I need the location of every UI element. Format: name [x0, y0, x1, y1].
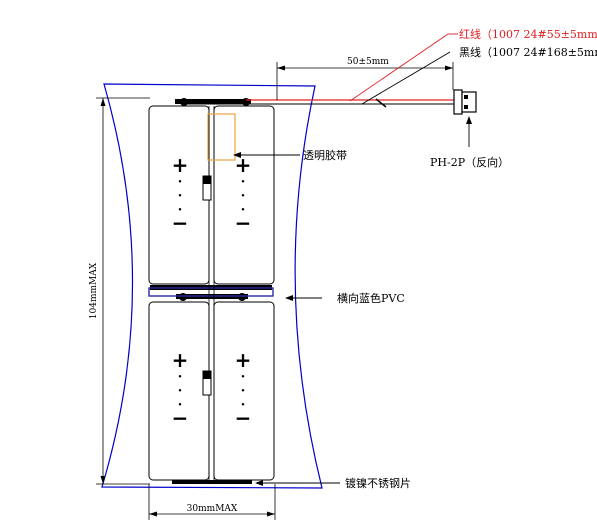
minus-sign: − — [235, 211, 252, 235]
arrow-head — [267, 511, 275, 517]
dot: • — [241, 206, 245, 214]
arrow-head — [277, 65, 285, 71]
strip-label: 镀镍不锈钢片 — [345, 476, 411, 490]
plus-sign: + — [172, 153, 189, 177]
dot: • — [178, 178, 182, 186]
nickel-strip-top — [175, 99, 251, 104]
weld-dot — [180, 98, 188, 106]
red-wire-leader — [349, 33, 449, 102]
arrow-head — [255, 480, 263, 486]
center-component-bottom-cap — [203, 371, 211, 379]
connector-label: PH-2P（反向） — [430, 155, 509, 169]
dot: • — [178, 387, 182, 395]
weld-dot — [238, 293, 246, 301]
minus-sign: − — [172, 406, 189, 430]
arrow-head — [445, 65, 453, 71]
weld-dot — [179, 293, 187, 301]
black-wire-leader — [361, 51, 451, 105]
plus-sign: + — [235, 348, 252, 372]
wire-group-tick — [375, 98, 387, 108]
dot: • — [241, 178, 245, 186]
minus-sign: − — [235, 406, 252, 430]
dot: • — [178, 373, 182, 381]
dot: • — [241, 192, 245, 200]
arrow-head — [466, 116, 472, 124]
arrow-head — [100, 476, 106, 484]
blue-pvc — [148, 287, 274, 297]
dot: • — [178, 206, 182, 214]
pvc-label: 横向蓝色PVC — [337, 291, 405, 305]
shrink-wrap-outline — [101, 83, 323, 489]
dot: • — [241, 387, 245, 395]
plus-sign: + — [172, 348, 189, 372]
dot: • — [241, 373, 245, 381]
width-label: 30mmMAX — [187, 504, 238, 514]
dot: • — [178, 401, 182, 409]
height-label: 104mmMAX — [89, 262, 99, 319]
lead-length-label: 50±5mm — [347, 57, 389, 67]
arrow-head — [233, 152, 241, 158]
transparent-tape — [207, 113, 236, 161]
center-component-top-cap — [203, 176, 211, 184]
dot: • — [241, 401, 245, 409]
red-wire-label: 红线（1007 24#55±5mm） — [459, 27, 597, 41]
arrow-head — [100, 98, 106, 106]
arrow-head — [285, 295, 293, 301]
dot: • — [178, 192, 182, 200]
ph-2p-connector — [453, 89, 477, 115]
black-wire-label: 黑线（1007 24#168±5mm） — [459, 45, 597, 59]
arrow-head — [149, 511, 157, 517]
minus-sign: − — [172, 211, 189, 235]
tape-label: 透明胶带 — [303, 148, 347, 162]
plus-sign: + — [235, 153, 252, 177]
weld-dot — [242, 98, 250, 106]
nickel-strip-bottom — [172, 480, 252, 484]
